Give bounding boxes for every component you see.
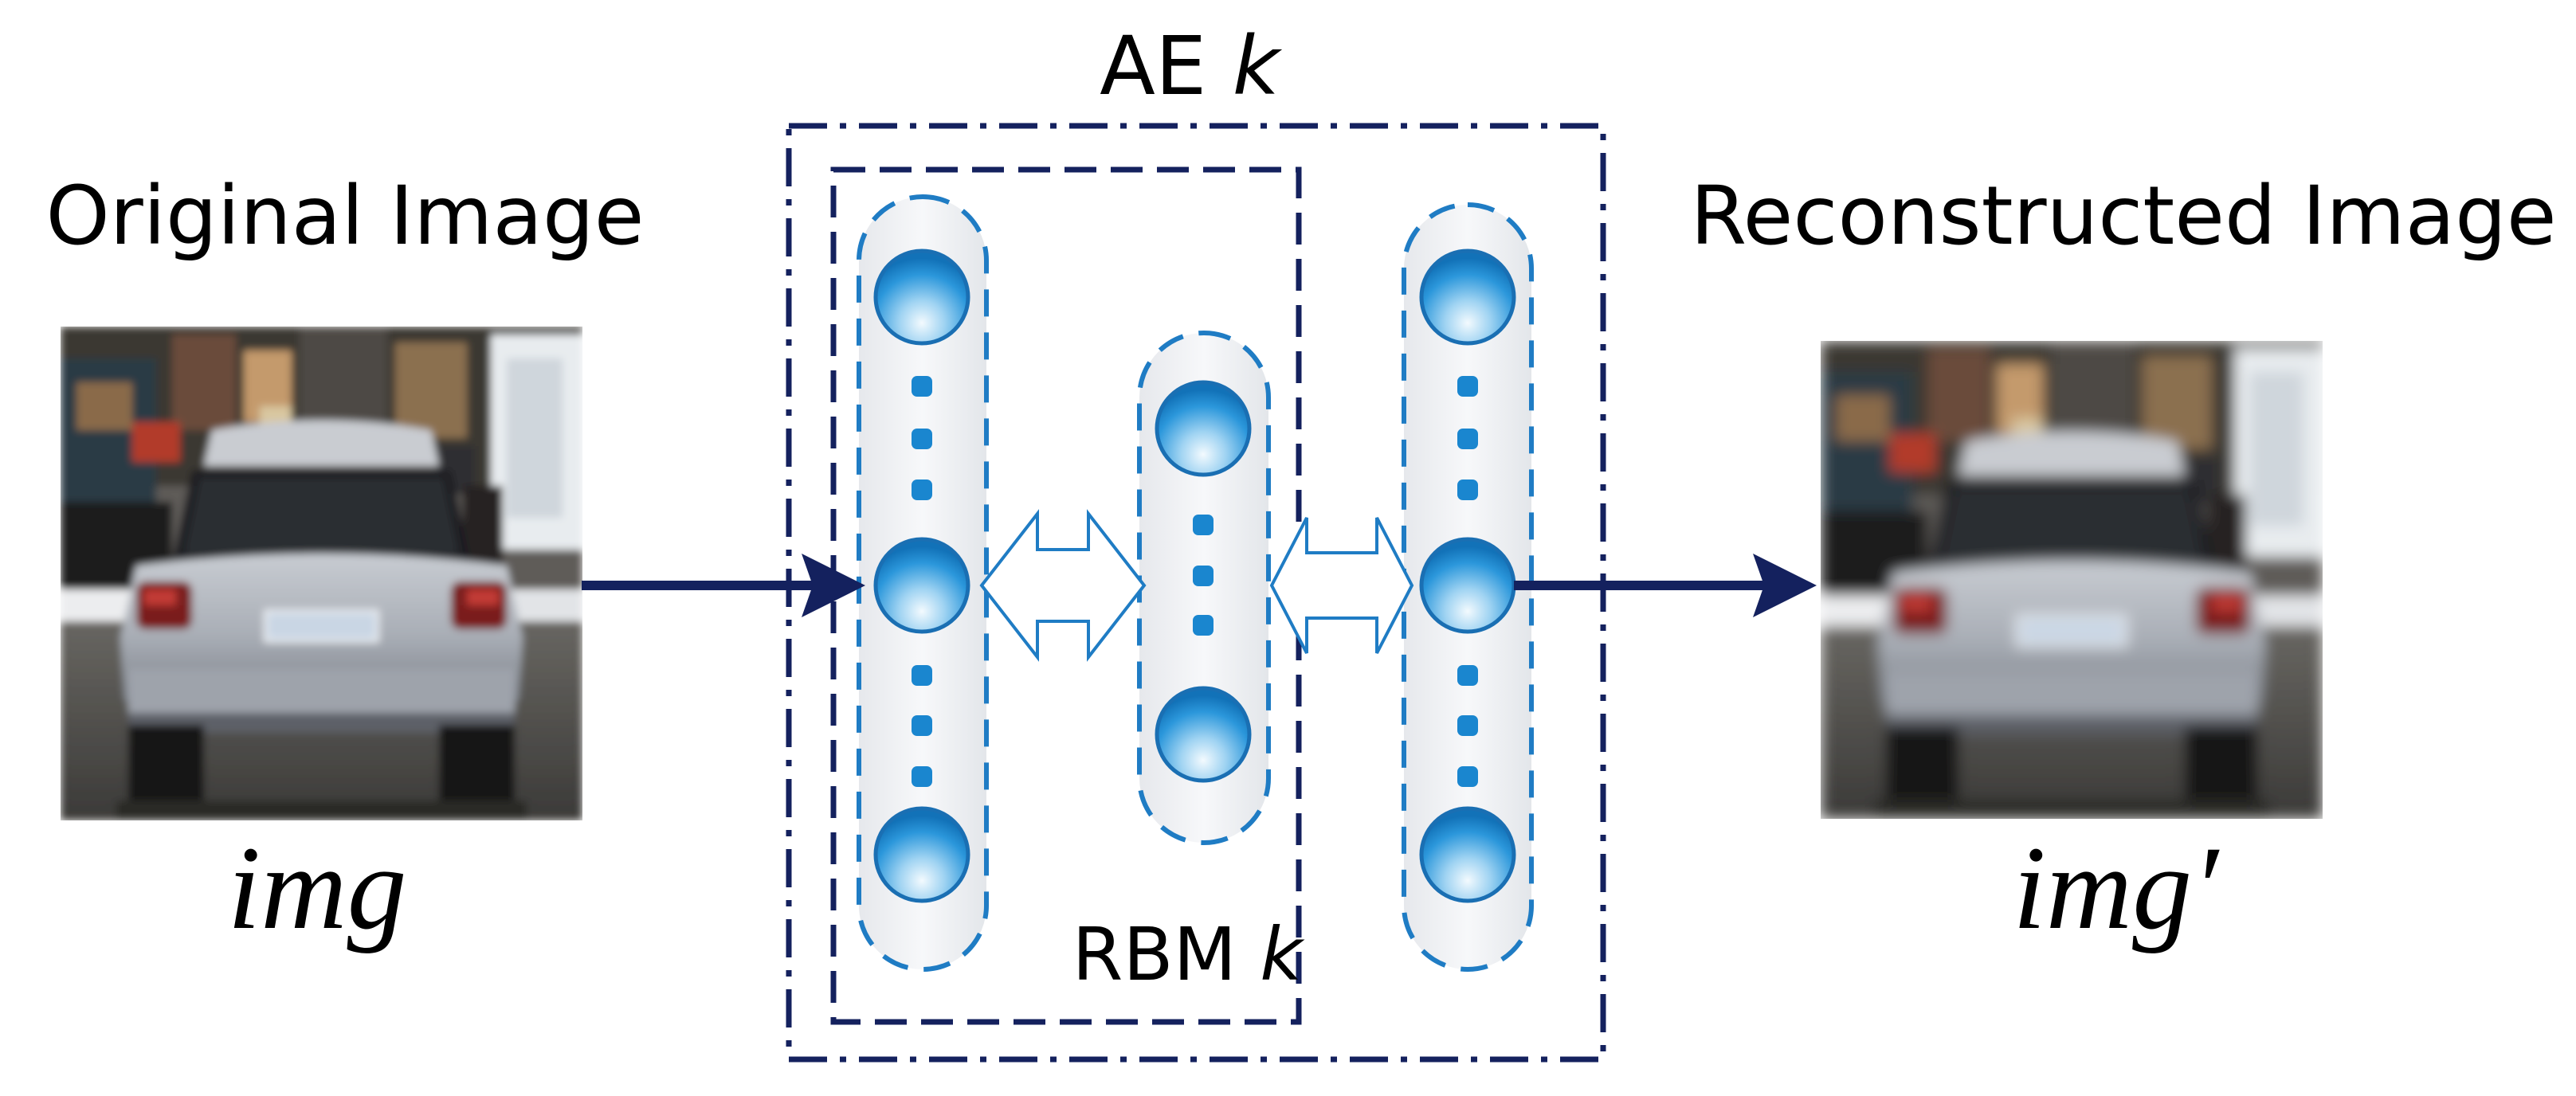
input-layer-nodes (873, 249, 970, 903)
reconstructed-image-title: Reconstructed Image (1690, 169, 2556, 264)
reconstructed-car-image (1821, 341, 2323, 819)
original-image-variable: img (228, 822, 407, 954)
node (1419, 537, 1516, 634)
ellipsis-dots (1457, 376, 1478, 787)
ae-label: AE k (1100, 19, 1283, 114)
output-flow-arrow (1514, 554, 1817, 617)
rbm-label: RBM k (1072, 912, 1306, 997)
node (873, 806, 970, 903)
ellipsis-dots (1193, 515, 1214, 636)
rbm-bidirectional-arrow (979, 509, 1147, 662)
reconstructed-image-variable: img′ (2013, 822, 2220, 954)
node (1419, 806, 1516, 903)
node (1419, 249, 1516, 346)
node (1155, 686, 1252, 783)
hidden-layer-nodes (1155, 380, 1252, 783)
output-layer-nodes (1419, 249, 1516, 903)
input-flow-arrow (582, 554, 865, 617)
node (873, 537, 970, 634)
decoder-bidirectional-arrow (1269, 517, 1414, 654)
ellipsis-dots (912, 376, 932, 787)
node (873, 249, 970, 346)
node (1155, 380, 1252, 477)
ae-boundary (786, 123, 1606, 1063)
original-car-image (61, 327, 582, 820)
original-image-title: Original Image (45, 169, 644, 264)
